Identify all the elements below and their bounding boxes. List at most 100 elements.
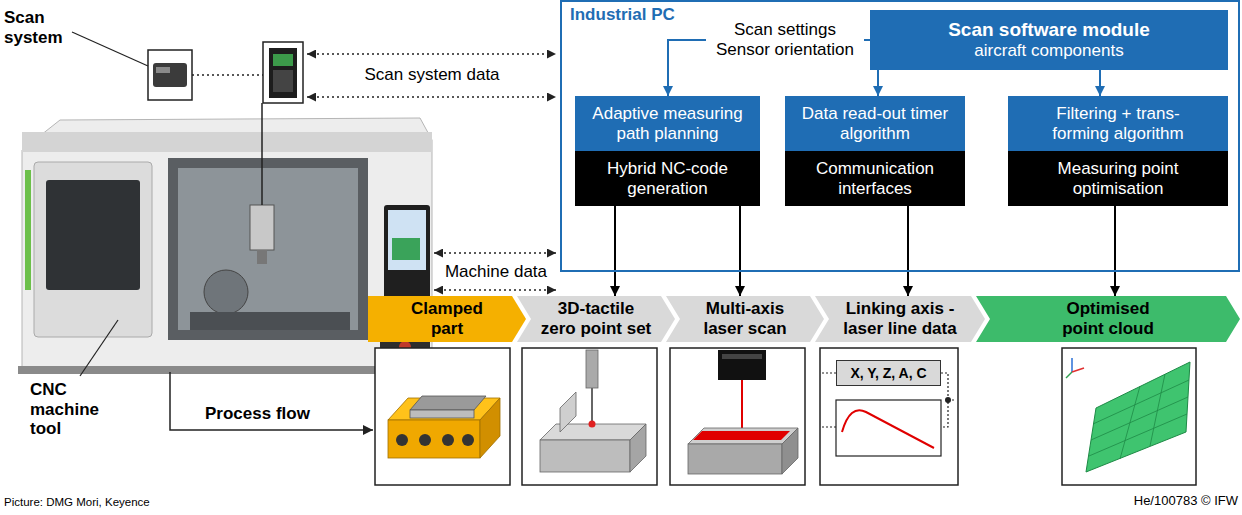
work-area	[178, 168, 358, 330]
laser-scan-picture	[670, 348, 805, 485]
part-top	[410, 396, 486, 410]
clamp-hole	[442, 434, 454, 446]
data-link	[307, 53, 556, 55]
axis-icon	[1066, 372, 1072, 378]
chevron-fill	[368, 296, 526, 342]
node-title: Adaptive measuring path planning	[581, 104, 754, 143]
credit-note: Picture: DMG Mori, Keyence	[4, 496, 224, 509]
spindle-tool	[257, 250, 267, 264]
part-side	[630, 424, 646, 472]
laser-head-ridge	[722, 354, 762, 359]
algorithm-box: Data read-out timer algorithm	[785, 96, 965, 151]
part-front	[688, 444, 782, 474]
picture-frame	[148, 50, 192, 100]
process-step-chevron: 3D-tactile zero point set	[517, 296, 675, 342]
tactile-probe-picture	[522, 348, 657, 485]
process-step-chevron: Clamped part	[368, 296, 526, 342]
part-front	[410, 410, 474, 418]
flow-arrow	[1099, 70, 1101, 96]
sensor-mount-line	[261, 103, 263, 205]
node-subtitle: aircraft components	[974, 41, 1123, 61]
scan-controller-picture	[263, 42, 303, 103]
axis-data-box: X, Y, Z, A, C	[836, 360, 941, 386]
node-title: Industrial PC	[562, 2, 675, 25]
laser-head	[718, 350, 766, 380]
node-title: Hybrid NC-code generation	[581, 159, 754, 198]
junction-dot	[945, 397, 951, 403]
algorithm-box: Adaptive measuring path planning	[575, 96, 760, 151]
machine-table	[190, 312, 350, 330]
spindle	[250, 205, 274, 250]
picture-frame	[263, 42, 303, 103]
chevron-fill	[666, 296, 824, 342]
process-flow-line	[170, 372, 373, 430]
chevron-fill	[976, 296, 1240, 342]
edge-label: Scan settings Sensor orientation	[706, 20, 864, 59]
probe-body	[586, 350, 598, 388]
part-top	[688, 428, 798, 444]
process-step-chevron: Linking axis - laser line data	[815, 296, 985, 342]
part-flange	[560, 392, 576, 432]
node-title: Communication interfaces	[791, 159, 959, 198]
sensor-cable	[192, 74, 263, 76]
callout-label: Scan system	[4, 8, 74, 47]
laser-sensor	[153, 63, 187, 87]
axis-icon	[1071, 358, 1073, 372]
process-step-chevron: Multi-axis laser scan	[666, 296, 824, 342]
callout-label: Process flow	[205, 404, 335, 424]
machine-door	[34, 162, 152, 337]
clamp-hole	[419, 434, 431, 446]
controller-display	[273, 54, 293, 66]
function-box: Communication interfaces	[785, 151, 965, 206]
door-window	[46, 180, 140, 290]
laser-profile-curve	[842, 410, 934, 448]
clamp-side	[480, 398, 500, 458]
scan-sensor-picture	[148, 50, 192, 100]
leader-line	[72, 32, 148, 66]
point-cloud-picture	[1062, 348, 1196, 485]
control-monitor	[384, 205, 430, 300]
machine-base	[18, 366, 436, 374]
signal-label: Machine data	[438, 262, 554, 282]
flow-arrow	[907, 206, 909, 296]
point-cloud-lines	[1089, 374, 1189, 459]
flow-arrow	[614, 206, 616, 296]
data-link	[434, 289, 556, 291]
part-front	[540, 440, 630, 472]
picture-frame	[1062, 348, 1196, 485]
probe-ball	[589, 421, 596, 428]
work-area-frame	[168, 158, 368, 340]
point-cloud	[1086, 362, 1190, 472]
clamped-part-picture	[375, 348, 510, 485]
node-title: Data read-out timer algorithm	[791, 104, 959, 143]
node-title: Multi-axis laser scan	[695, 299, 795, 338]
probe-stylus	[591, 388, 593, 424]
chevron-fill	[815, 296, 985, 342]
data-linking-picture	[820, 348, 958, 485]
process-step-chevron: Optimised point cloud	[976, 296, 1240, 342]
dotted-link	[822, 372, 836, 373]
function-box: Measuring point optimisation	[1008, 151, 1228, 206]
function-box: Hybrid NC-code generation	[575, 151, 760, 206]
algorithm-box: Filtering + trans- forming algorithm	[1008, 96, 1228, 151]
part-side	[782, 428, 798, 474]
monitor-screen	[388, 210, 426, 270]
dotted-link	[822, 426, 836, 427]
node-title: Linking axis - laser line data	[835, 299, 965, 338]
node-title: X, Y, Z, A, C	[850, 365, 926, 381]
status-light	[25, 170, 31, 290]
laser-line	[693, 431, 790, 440]
picture-frame	[375, 348, 510, 485]
data-link	[307, 96, 556, 98]
flow-arrow	[877, 70, 879, 96]
clamp-hole	[462, 434, 474, 446]
signal-label: Scan system data	[357, 65, 507, 85]
machine-top-band	[22, 132, 432, 152]
leader-line	[80, 320, 118, 376]
picture-frame	[820, 348, 958, 485]
node-title: Scan software module	[948, 19, 1150, 41]
clamp-front	[388, 420, 480, 458]
